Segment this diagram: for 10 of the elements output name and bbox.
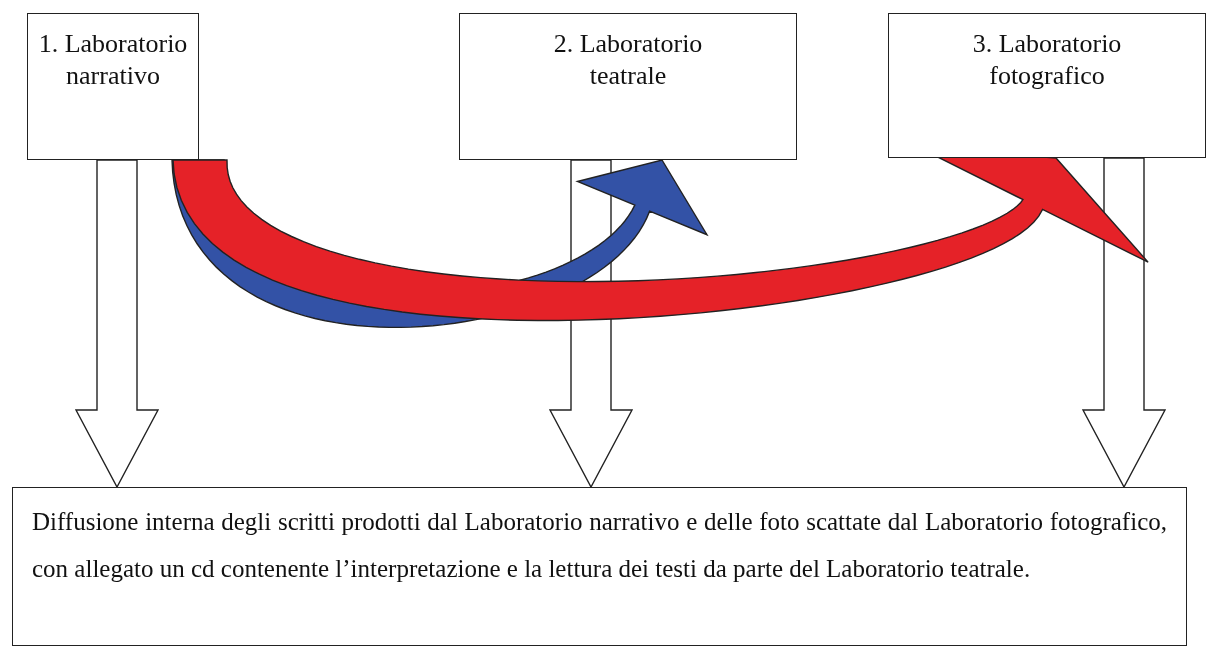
text-box [12,487,1187,646]
process-box [459,13,797,160]
block-arrow [74,159,160,489]
node-text: 1. Laboratorio narrativo [37,28,189,92]
node-text: 2. Laboratorio teatrale [552,28,704,92]
process-box [27,13,199,160]
description-text: Diffusione interna degli scritti prodotti dal Laboratorio narrativo e delle foto scattate dal Laboratorio fotografico, con allegato un cd contenente l’interpretazione e la lettura dei testi da parte del Laboratorio teatrale. [32,507,1167,584]
block-arrow [1081,157,1167,489]
node-text: 3. Laboratorio fotografico [971,28,1123,92]
process-box [888,13,1206,158]
